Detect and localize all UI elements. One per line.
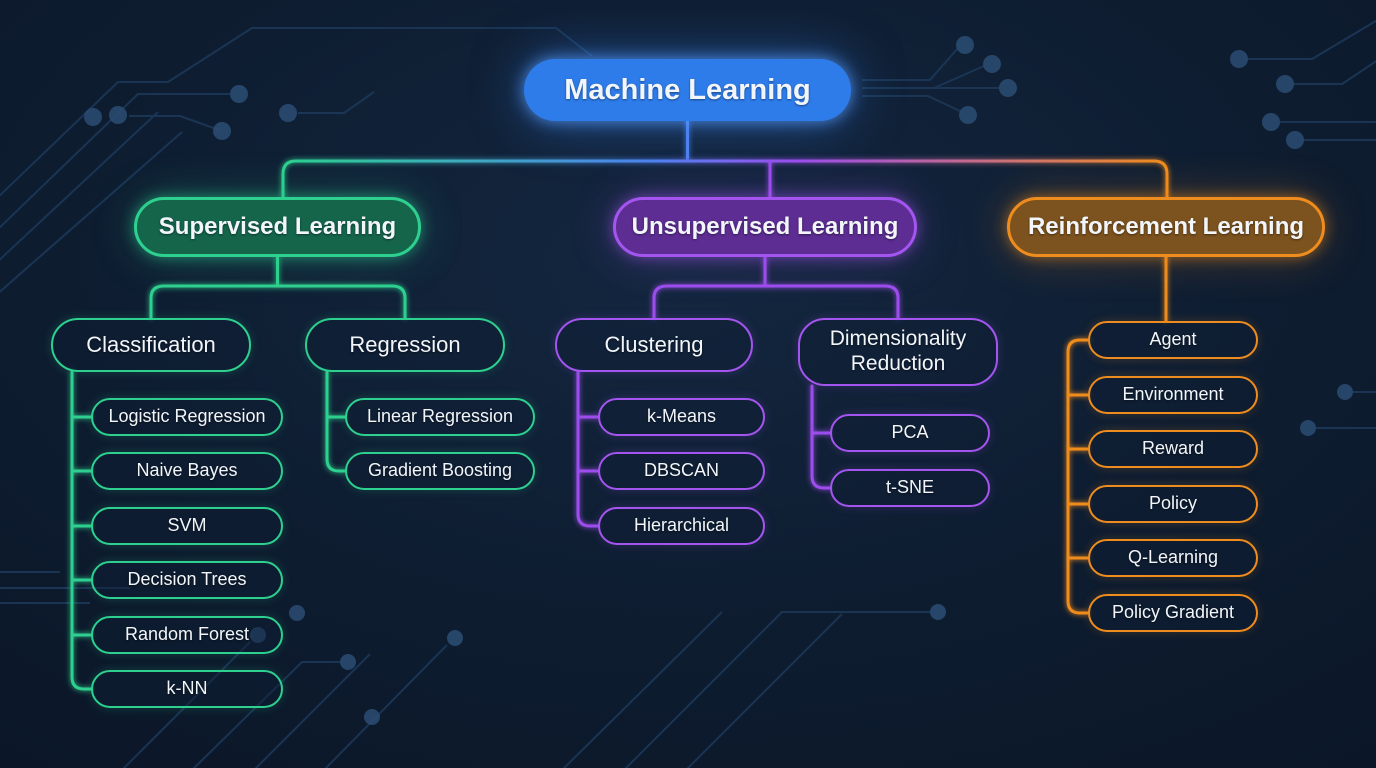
node-classification: Classification (51, 318, 251, 372)
circuit-node-dot (447, 630, 463, 646)
circuit-node-dot (340, 654, 356, 670)
circuit-trace (862, 95, 963, 113)
node-linear-regression: Linear Regression (345, 398, 535, 436)
circuit-trace (298, 91, 375, 114)
node-svm: SVM (91, 507, 283, 545)
node-qlearning: Q-Learning (1088, 539, 1258, 577)
circuit-node-dot (1337, 384, 1353, 400)
circuit-node-dot (1230, 50, 1248, 68)
node-clustering: Clustering (555, 318, 753, 372)
circuit-trace (686, 613, 843, 768)
node-environment: Environment (1088, 376, 1258, 414)
node-gradient-boosting: Gradient Boosting (345, 452, 535, 490)
edge-classification-trunk (70, 370, 93, 691)
node-decision-trees: Decision Trees (91, 561, 283, 599)
circuit-trace (862, 47, 959, 81)
circuit-node-dot (1276, 75, 1294, 93)
node-logistic-regression: Logistic Regression (91, 398, 283, 436)
edge-main-bus (281, 159, 1169, 199)
circuit-node-dot (1262, 113, 1280, 131)
circuit-trace (0, 27, 593, 197)
node-reinforcement-learning: Reinforcement Learning (1007, 197, 1325, 257)
edge-unsupervised-fork (652, 284, 900, 320)
node-unsupervised-learning: Unsupervised Learning (613, 197, 917, 257)
node-regression: Regression (305, 318, 505, 372)
circuit-node-dot (230, 85, 248, 103)
circuit-trace (129, 115, 223, 132)
circuit-node-dot (109, 106, 127, 124)
edge-regression-trunk (325, 370, 347, 473)
node-machine-learning: Machine Learning (524, 59, 851, 121)
circuit-trace (324, 644, 448, 768)
node-hierarchical: Hierarchical (598, 507, 765, 545)
circuit-node-dot (930, 604, 946, 620)
node-reward: Reward (1088, 430, 1258, 468)
edge-supervised-fork (149, 284, 407, 320)
circuit-trace (624, 611, 930, 768)
circuit-node-dot (289, 605, 305, 621)
edge-clustering-trunk (576, 370, 600, 528)
node-dbscan: DBSCAN (598, 452, 765, 490)
node-supervised-learning: Supervised Learning (134, 197, 421, 257)
node-policy-gradient: Policy Gradient (1088, 594, 1258, 632)
node-agent: Agent (1088, 321, 1258, 359)
circuit-node-dot (279, 104, 297, 122)
circuit-node-dot (250, 627, 266, 643)
circuit-node-dot (1300, 420, 1316, 436)
circuit-trace (0, 93, 230, 229)
circuit-node-dot (983, 55, 1001, 73)
node-knn: k-NN (91, 670, 283, 708)
node-random-forest: Random Forest (91, 616, 283, 654)
node-pca: PCA (830, 414, 990, 452)
node-dimensionality-reduction: Dimensionality Reduction (798, 318, 998, 386)
circuit-trace (254, 653, 371, 768)
edge-dimreduction-trunk (810, 384, 832, 490)
node-kmeans: k-Means (598, 398, 765, 436)
circuit-node-dot (84, 108, 102, 126)
circuit-trace (192, 661, 340, 768)
node-policy: Policy (1088, 485, 1258, 523)
circuit-trace (0, 111, 159, 261)
circuit-trace (1248, 19, 1376, 60)
circuit-trace (1294, 60, 1376, 85)
circuit-trace (562, 611, 723, 768)
node-tsne: t-SNE (830, 469, 990, 507)
circuit-node-dot (213, 122, 231, 140)
edge-reinforcement-trunk (1066, 338, 1090, 615)
circuit-node-dot (999, 79, 1017, 97)
circuit-node-dot (956, 36, 974, 54)
circuit-node-dot (959, 106, 977, 124)
circuit-trace (0, 131, 183, 293)
node-naive-bayes: Naive Bayes (91, 452, 283, 490)
circuit-node-dot (364, 709, 380, 725)
circuit-node-dot (1286, 131, 1304, 149)
